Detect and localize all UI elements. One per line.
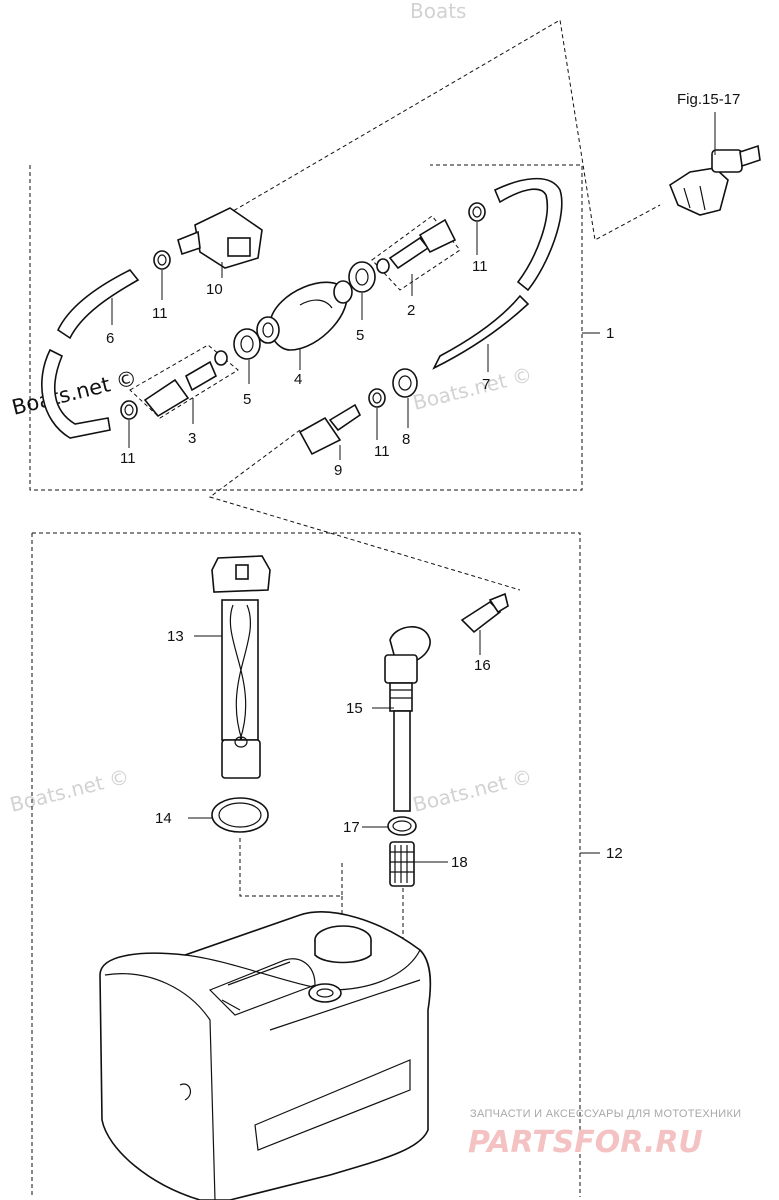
connector-line-top <box>227 19 661 241</box>
callout-11-right-top[interactable]: 11 <box>472 258 488 275</box>
callout-4[interactable]: 4 <box>294 371 302 388</box>
callout-3[interactable]: 3 <box>188 430 196 447</box>
part-9-hose-fitting <box>298 403 362 460</box>
part-11-clamp-left-top <box>153 250 171 300</box>
group-box-fuel-hose-assy <box>29 164 583 491</box>
watermark-top: Boats <box>410 0 466 23</box>
callout-15[interactable]: 15 <box>346 700 363 717</box>
engine-fuel-connector <box>669 112 761 216</box>
part-10-connector <box>177 207 263 278</box>
callout-7[interactable]: 7 <box>482 376 490 393</box>
part-2-check-valve-assy <box>371 215 461 296</box>
callout-14[interactable]: 14 <box>155 810 172 827</box>
callout-11-left-bottom[interactable]: 11 <box>120 450 136 467</box>
watermark-left-strong: Boats.net © <box>9 366 139 420</box>
part-3-check-valve-assy <box>129 344 239 424</box>
part-15-pickup-elbow <box>372 626 431 812</box>
callout-18[interactable]: 18 <box>451 854 468 871</box>
callout-11-middle-bottom[interactable]: 11 <box>374 443 390 460</box>
callout-16[interactable]: 16 <box>474 657 491 674</box>
part-4-primer-bulb <box>256 280 353 370</box>
footer-tagline: ЗАПЧАСТИ И АКСЕССУАРЫ ДЛЯ МОТОТЕХНИКИ <box>470 1108 741 1120</box>
part-13-fuel-gauge <box>194 555 271 779</box>
part-11-clamp-right-top <box>468 202 486 255</box>
part-7-fuel-hose-right <box>432 177 563 372</box>
figure-ref-label[interactable]: Fig.15-17 <box>677 91 740 108</box>
connector-line-middle <box>208 429 521 591</box>
part-14-gasket <box>188 797 269 833</box>
callout-5-left[interactable]: 5 <box>243 391 251 408</box>
part-6-fuel-hose-left <box>41 268 140 439</box>
part-12-fuel-tank <box>99 852 600 1200</box>
part-5-ring-right <box>348 261 376 320</box>
callout-5-right[interactable]: 5 <box>356 327 364 344</box>
part-11-clamp-middle-bottom <box>368 388 386 440</box>
part-17-o-ring <box>362 816 417 836</box>
callout-8[interactable]: 8 <box>402 431 410 448</box>
part-8-ring <box>392 368 418 428</box>
callout-11-left-top[interactable]: 11 <box>152 305 168 322</box>
part-18-filter <box>389 841 448 887</box>
footer-logo: PARTSFOR.RU <box>468 1125 703 1160</box>
part-11-clamp-left-bottom <box>120 400 138 448</box>
part-16-joint <box>460 592 509 655</box>
callout-1[interactable]: 1 <box>606 325 614 342</box>
callout-9[interactable]: 9 <box>334 462 342 479</box>
watermark-mid-right: Boats.net © <box>410 362 534 415</box>
callout-10[interactable]: 10 <box>206 281 223 298</box>
callout-17[interactable]: 17 <box>343 819 360 836</box>
callout-12[interactable]: 12 <box>606 845 623 862</box>
callout-13[interactable]: 13 <box>167 628 184 645</box>
watermark-lower-right: Boats.net © <box>410 764 534 817</box>
part-5-ring-left <box>233 328 261 384</box>
group-box-fuel-tank-assy <box>31 532 581 1197</box>
callout-6[interactable]: 6 <box>106 330 114 347</box>
callout-2[interactable]: 2 <box>407 302 415 319</box>
watermark-lower-left: Boats.net © <box>7 764 131 817</box>
